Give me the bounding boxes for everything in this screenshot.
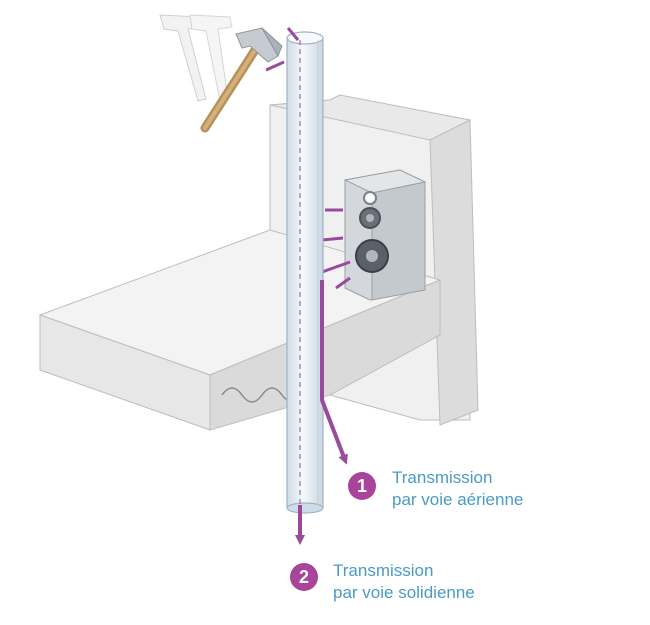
callout-1-line2: par voie aérienne [392,490,524,509]
impact-marks [265,27,300,72]
callout-badge-1: 1 [348,472,376,500]
callout-1-line1: Transmission [392,468,493,487]
callout-label-1: Transmission par voie aérienne [392,467,523,511]
callout-badge-2: 2 [290,563,318,591]
pipe [286,31,324,514]
arrow-airborne [320,280,348,465]
callout-2-line2: par voie solidienne [333,583,475,602]
callout-2-line1: Transmission [333,561,434,580]
callout-label-2: Transmission par voie solidienne [333,560,475,604]
hammer-icon [159,14,283,133]
speaker-icon [343,169,427,301]
sound-wave-arrows [321,208,351,290]
